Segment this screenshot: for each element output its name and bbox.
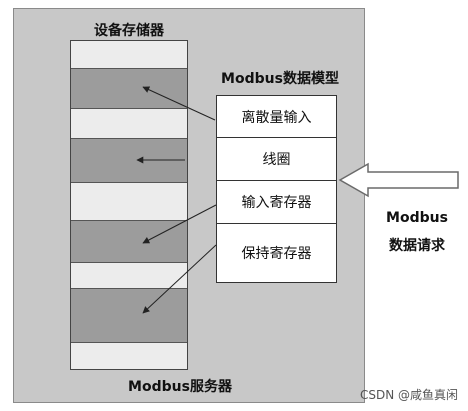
- storage-row: [71, 109, 187, 139]
- storage-row: [71, 289, 187, 343]
- storage-row: [71, 139, 187, 183]
- device-storage-title: 设备存储器: [94, 23, 164, 39]
- storage-row: [71, 343, 187, 369]
- model-item-coils: 线圈: [217, 138, 336, 181]
- storage-row: [71, 221, 187, 263]
- model-item-input-registers: 输入寄存器: [217, 181, 336, 224]
- storage-row: [71, 183, 187, 221]
- storage-row: [71, 263, 187, 289]
- request-label-line2: 数据请求: [389, 238, 445, 254]
- storage-row: [71, 69, 187, 109]
- storage-row: [71, 41, 187, 69]
- modbus-server-label: Modbus服务器: [128, 379, 232, 395]
- data-model-table: 离散量输入 线圈 输入寄存器 保持寄存器: [216, 95, 337, 283]
- data-model-title: Modbus数据模型: [221, 71, 339, 87]
- model-item-discrete-inputs: 离散量输入: [217, 96, 336, 138]
- watermark: CSDN @咸鱼真闲: [359, 388, 458, 402]
- modbus-request-label: Modbus 数据请求: [372, 204, 462, 260]
- model-item-holding-registers: 保持寄存器: [241, 246, 312, 262]
- request-label-line1: Modbus: [386, 210, 448, 226]
- device-storage-column: [70, 40, 188, 370]
